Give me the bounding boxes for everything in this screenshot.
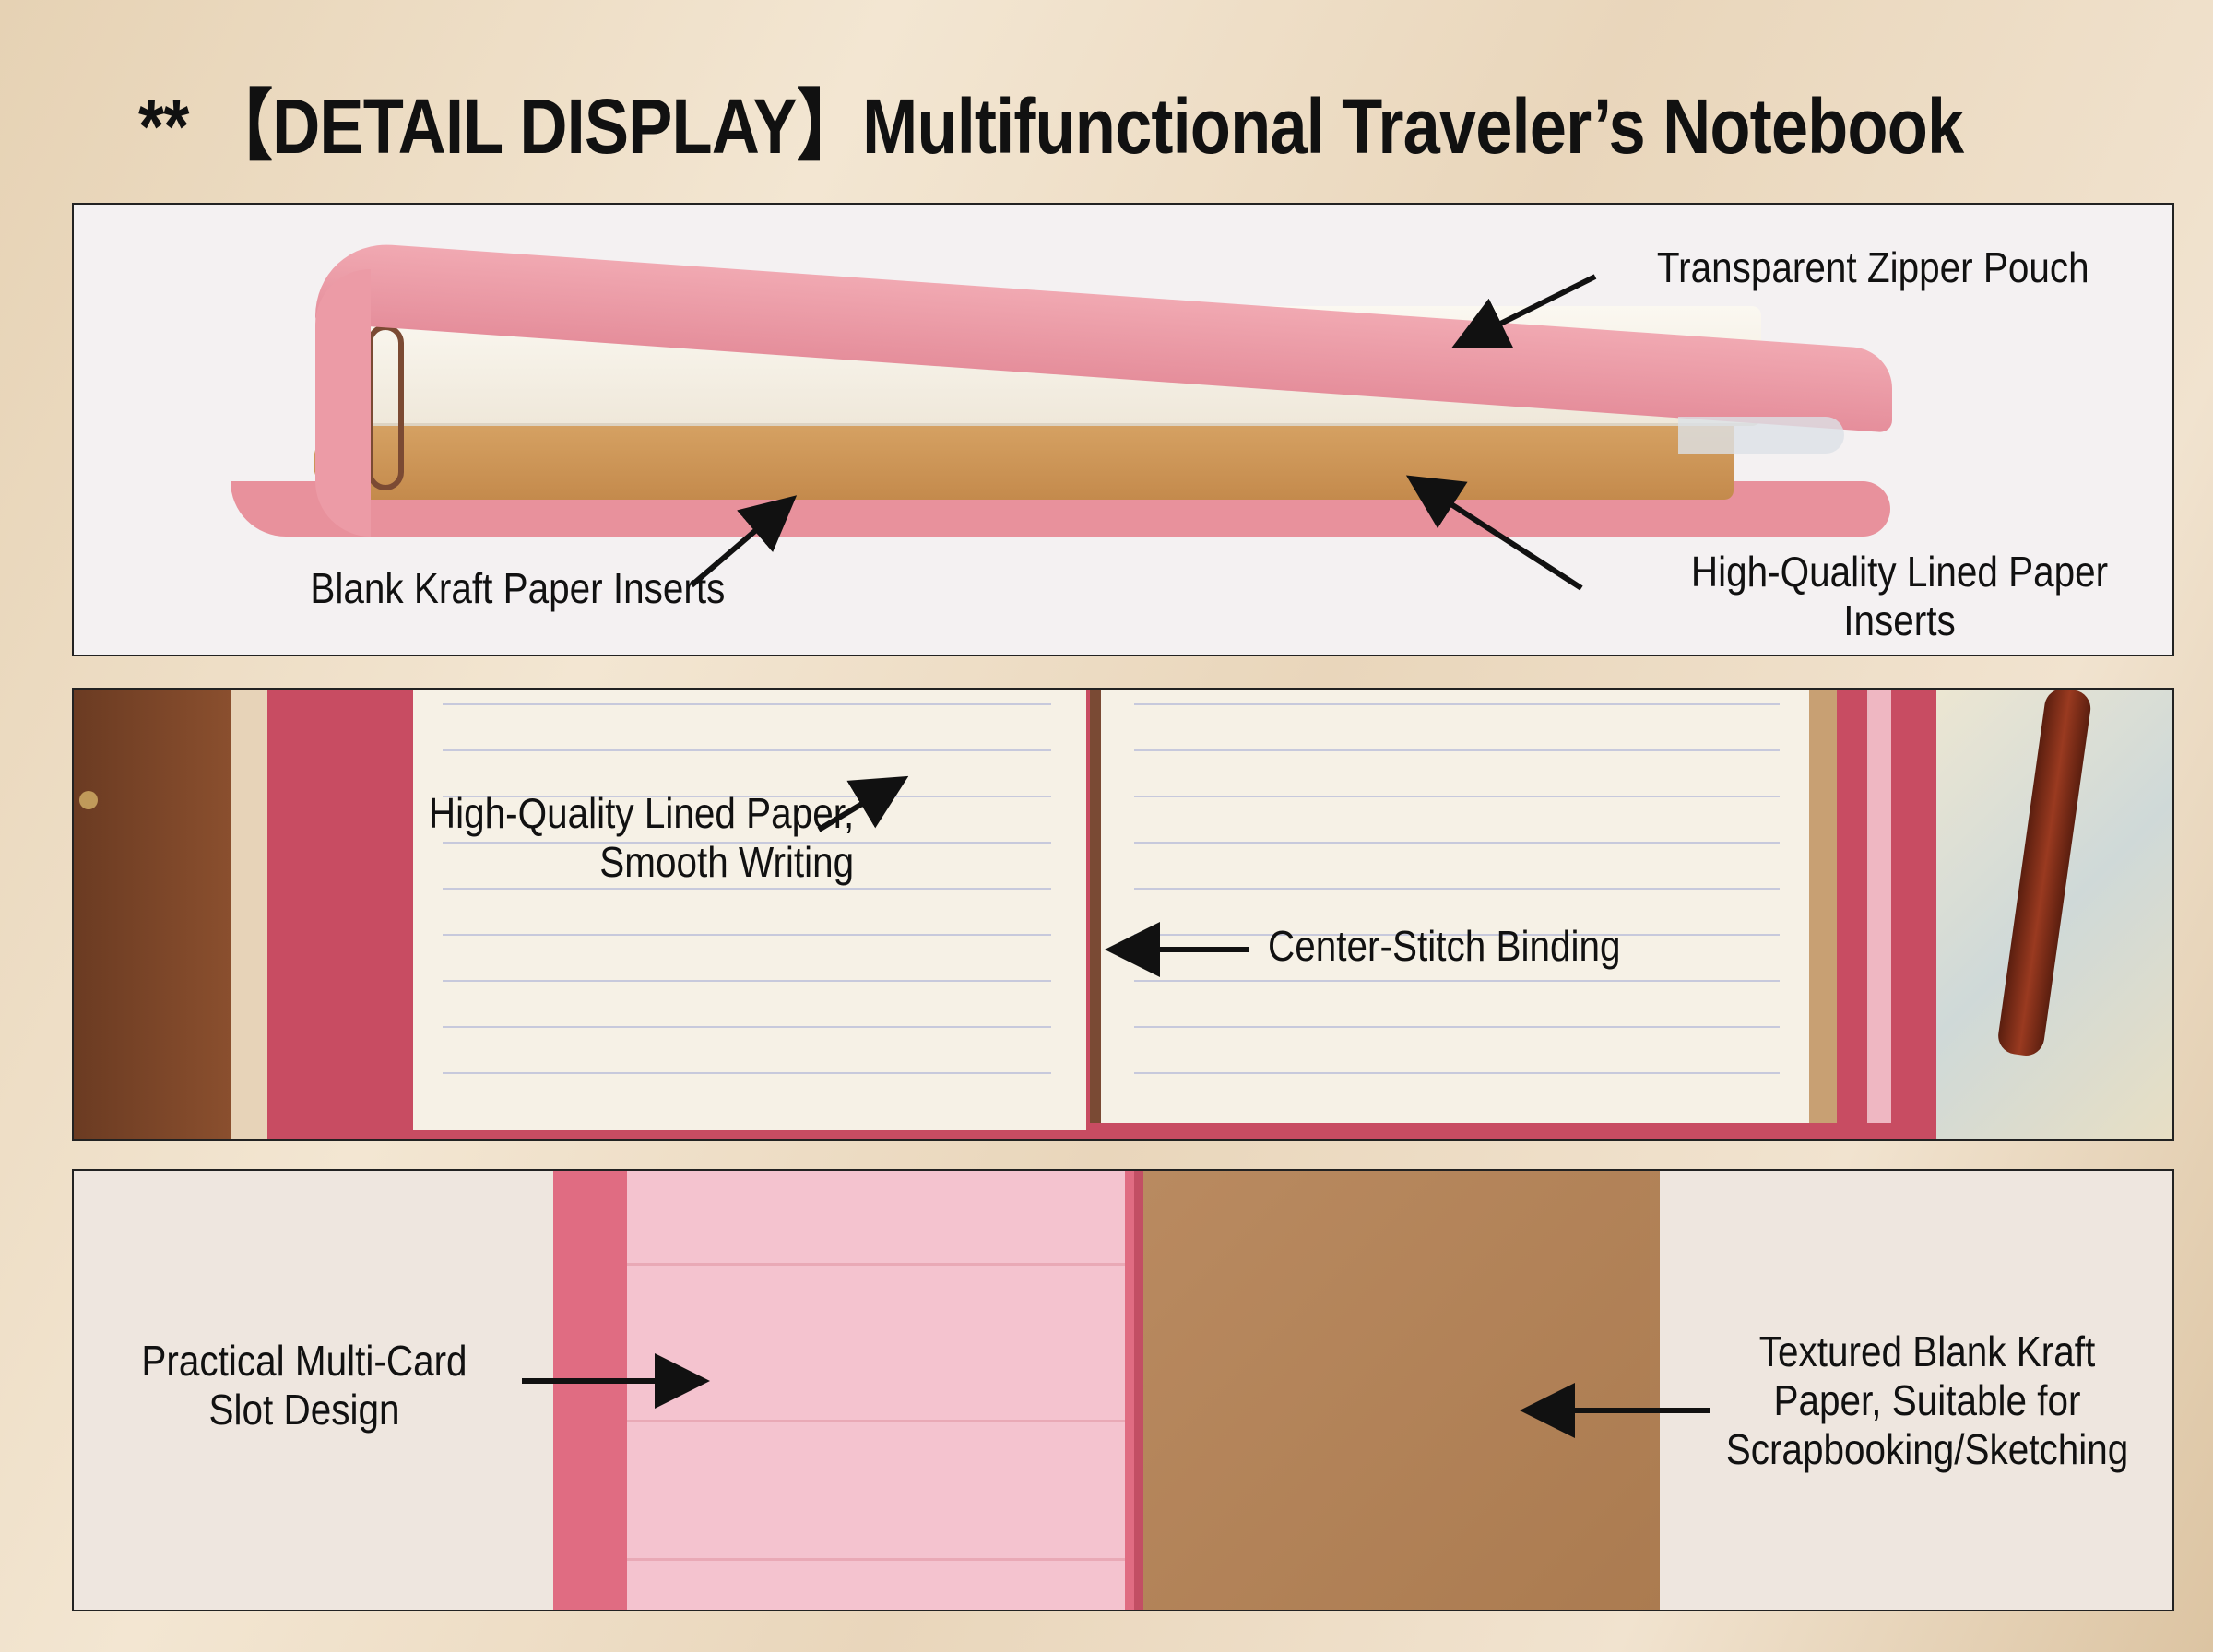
ruled-line [443, 888, 1051, 890]
card-slot-divider [627, 1420, 1125, 1422]
ruled-line [1134, 796, 1780, 797]
ruled-line [1134, 749, 1780, 751]
label-smooth-writing: High-Quality Lined Paper, Smooth Writing [428, 789, 854, 886]
side-view-panel: Transparent Zipper Pouch Blank Kraft Pap… [72, 203, 2174, 656]
label-zipper-pouch: Transparent Zipper Pouch [1657, 243, 2089, 291]
zipper-pouch-edge [1678, 417, 1844, 454]
ruled-line [1134, 1072, 1780, 1074]
ruled-line [1134, 980, 1780, 982]
ruled-line [443, 703, 1051, 705]
card-slot-sleeve [627, 1171, 1125, 1610]
page-title: ** 【DETAIL DISPLAY】Multifunctional Trave… [138, 83, 1964, 170]
elastic-band [367, 324, 404, 490]
ruled-line [443, 1026, 1051, 1028]
strap-button-icon [79, 791, 98, 809]
card-slot-panel: Practical Multi-Card Slot Design Texture… [72, 1169, 2174, 1611]
card-slot-divider [627, 1263, 1125, 1266]
label-lined-inserts: High-Quality Lined Paper Inserts [1690, 548, 2109, 644]
label-kraft-inserts: Blank Kraft Paper Inserts [310, 564, 725, 612]
ruled-line [443, 842, 1051, 844]
kraft-paper-page [1143, 1171, 1660, 1610]
notebook-spine [315, 269, 371, 537]
left-page [413, 690, 1086, 1130]
ruled-line [443, 934, 1051, 936]
open-notebook-panel: High-Quality Lined Paper, Smooth Writing… [72, 688, 2174, 1141]
label-binding: Center-Stitch Binding [1268, 922, 1621, 970]
ruled-line [1134, 888, 1780, 890]
ruled-line [1134, 1026, 1780, 1028]
card-slot-divider [627, 1558, 1125, 1561]
right-page [1099, 690, 1809, 1123]
ruled-line [443, 980, 1051, 982]
ruled-line [1134, 934, 1780, 936]
ruled-line [443, 749, 1051, 751]
label-card-slot: Practical Multi-Card Slot Design [141, 1337, 467, 1434]
kraft-page-edge [1809, 690, 1837, 1123]
ruled-line [443, 1072, 1051, 1074]
pen-holder [1867, 690, 1891, 1123]
label-kraft-paper: Textured Blank Kraft Paper, Suitable for… [1725, 1328, 2129, 1473]
center-binding-thread [1090, 690, 1101, 1123]
ruled-line [443, 796, 1051, 797]
leather-strap [74, 690, 231, 1139]
ruled-line [1134, 703, 1780, 705]
ruled-line [1134, 842, 1780, 844]
